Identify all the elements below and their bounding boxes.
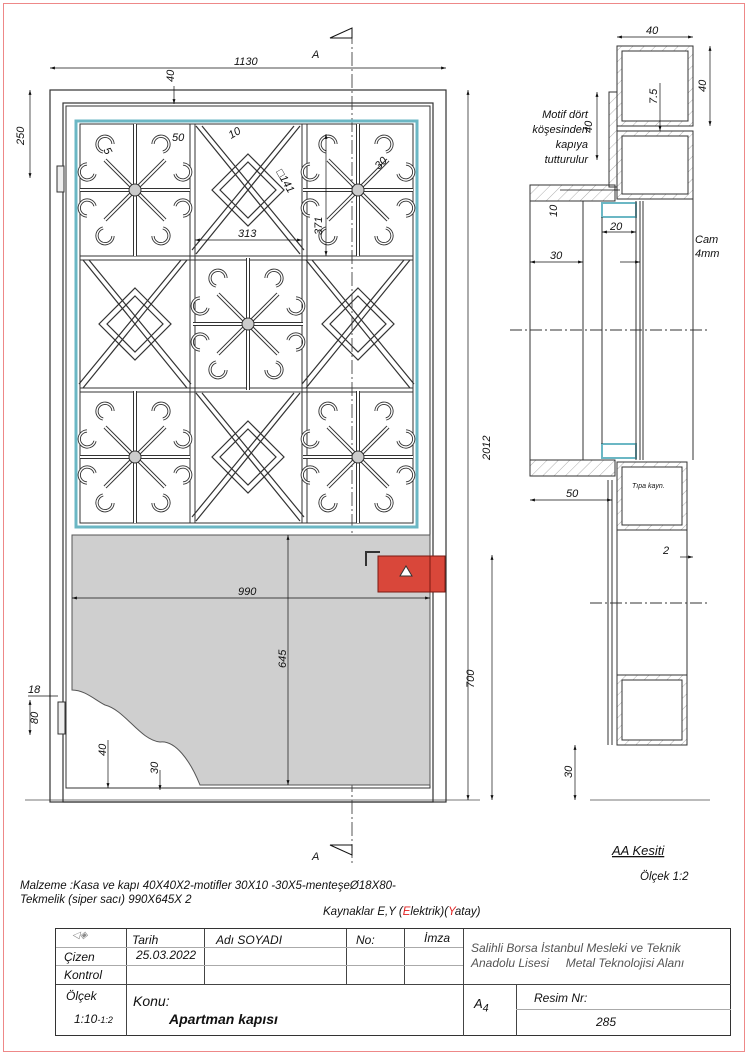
imza-label: İmza bbox=[424, 931, 451, 945]
dim-plate-height: 40 bbox=[583, 120, 595, 133]
dim-motif-depth: 30 bbox=[550, 250, 563, 262]
dim-diamond-size: □141 bbox=[273, 168, 296, 196]
material-note-line2: Tekmelik (siper sacı) 990X645X 2 bbox=[20, 894, 192, 906]
scroll-motif bbox=[302, 124, 413, 256]
paper-size: A bbox=[474, 996, 483, 1011]
note-line: Motif dört bbox=[542, 109, 589, 121]
section-arrow-top bbox=[329, 27, 353, 39]
section-arrow-bottom bbox=[329, 844, 353, 856]
section-mark-top: A bbox=[311, 49, 319, 61]
no-label: No: bbox=[356, 933, 375, 947]
cizen-label: Çizen bbox=[64, 950, 95, 964]
paper-size-sub: 4 bbox=[482, 1002, 489, 1015]
dim-hinge-length: 80 bbox=[29, 711, 41, 724]
motif-note: Motif dört köşesinden kapıya tutturulur bbox=[532, 109, 589, 166]
dim-overall-width: 1130 bbox=[234, 56, 259, 68]
door-lock[interactable] bbox=[365, 551, 446, 593]
dim-bottom-height: 700 bbox=[465, 669, 477, 688]
scroll-motif bbox=[79, 391, 190, 523]
dim-floor-gap: 30 bbox=[563, 765, 575, 778]
hinge-bottom bbox=[57, 701, 66, 735]
dim-scroll-dist: 30 bbox=[373, 154, 391, 172]
dim-bar-thickness: 5 bbox=[100, 146, 114, 158]
hinge-top bbox=[56, 165, 65, 193]
dim-diag-width: 10 bbox=[227, 125, 244, 142]
olcek-value: 1:10 bbox=[74, 1012, 98, 1026]
dim-motif-width: 20 bbox=[609, 221, 623, 233]
dim-tube-width: 40 bbox=[646, 25, 659, 37]
kontrol-label: Kontrol bbox=[64, 968, 103, 982]
dim-bottom-depth: 50 bbox=[566, 488, 579, 500]
material-note-line1: Malzeme :Kasa ve kapı 40X40X2-motifler 3… bbox=[20, 880, 396, 892]
dim-scroll-radius: 50 bbox=[172, 132, 185, 144]
section-scale: Ölçek 1:2 bbox=[640, 871, 689, 883]
title-block: ◁◈ Tarih Adı SOYADI No: İmza Çizen 25.03… bbox=[55, 928, 731, 1036]
section-title: AA Kesiti bbox=[611, 843, 665, 858]
diamond-motif bbox=[191, 392, 305, 522]
school-line2: Anadolu Lisesi Metal Teknolojisi Alanı bbox=[471, 956, 685, 970]
dim-hinge-offset: 18 bbox=[28, 684, 41, 696]
dim-hinge-top: 250 bbox=[15, 126, 27, 146]
section-view bbox=[510, 45, 710, 746]
dim-cell-width: 313 bbox=[238, 228, 257, 240]
glass-label: Cam bbox=[695, 234, 718, 246]
scroll-motif bbox=[302, 391, 413, 523]
glass-panel bbox=[74, 119, 419, 529]
scroll-motif bbox=[192, 258, 303, 390]
door-leaf bbox=[65, 105, 431, 789]
school-line1: Salihli Borsa İstanbul Mesleki ve Teknik bbox=[471, 941, 681, 955]
dim-motif-thk: 10 bbox=[548, 204, 560, 217]
note-line: kapıya bbox=[556, 139, 588, 151]
projection-symbol-icon: ◁◈ bbox=[72, 930, 88, 941]
konu-value: Apartman kapısı bbox=[169, 1011, 278, 1027]
welds-note: Kaynaklar E,Y (Elektrik)(Yatay) bbox=[323, 906, 480, 918]
welds-y: Y bbox=[448, 906, 455, 918]
resim-value: 285 bbox=[596, 1015, 617, 1029]
diamond-motif bbox=[78, 259, 192, 389]
plug-weld-label: Tıpa kayn. bbox=[632, 483, 665, 490]
olcek-value2: -1:2 bbox=[97, 1015, 113, 1025]
dim-cell-height: 371 bbox=[313, 217, 325, 235]
welds-e: E bbox=[402, 906, 411, 918]
date-value: 25.03.2022 bbox=[136, 948, 197, 962]
konu-label: Konu: bbox=[133, 993, 170, 1009]
olcek-label: Ölçek bbox=[66, 989, 97, 1003]
dim-bottom-gap: 40 bbox=[97, 743, 109, 756]
resim-label: Resim Nr: bbox=[534, 991, 588, 1005]
welds-y-rest: atay) bbox=[454, 906, 481, 918]
dim-sheet-height: 645 bbox=[277, 649, 289, 668]
dim-offset: 7.5 bbox=[648, 88, 660, 104]
glass-thickness: 4mm bbox=[695, 248, 719, 260]
drawing-sheet bbox=[3, 3, 745, 1052]
dim-tube-height: 40 bbox=[697, 79, 709, 92]
dim-top-frame: 40 bbox=[165, 69, 177, 82]
tarih-label: Tarih bbox=[132, 933, 159, 947]
dim-sheet-bottom: 30 bbox=[149, 761, 161, 774]
note-line: köşesinden bbox=[532, 124, 588, 136]
note-line: tutturulur bbox=[545, 154, 590, 166]
dim-sheet-width: 990 bbox=[238, 586, 257, 598]
name-label: Adı SOYADI bbox=[216, 933, 283, 947]
diamond-motif bbox=[301, 259, 415, 389]
welds-e-rest: lektrik)( bbox=[410, 906, 449, 918]
welds-prefix: Kaynaklar E,Y ( bbox=[323, 906, 403, 918]
kick-plate bbox=[71, 534, 431, 786]
motif-frame bbox=[79, 123, 414, 524]
dim-overall-height: 2012 bbox=[481, 436, 493, 461]
section-mark-bottom: A bbox=[311, 851, 319, 863]
dim-gap: 2 bbox=[662, 545, 669, 557]
door-frame bbox=[49, 89, 447, 803]
